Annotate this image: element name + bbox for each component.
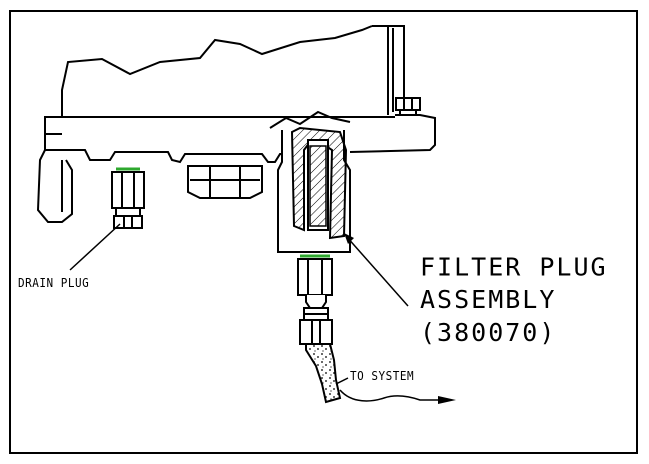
filter-plug-label-line3: (380070) bbox=[420, 318, 557, 347]
diagram-border bbox=[9, 10, 638, 454]
hose bbox=[305, 343, 342, 404]
to-system-leader bbox=[335, 377, 349, 385]
drain-plug bbox=[111, 167, 145, 229]
drain-plug-label: DRAIN PLUG bbox=[18, 276, 90, 291]
filter-leader bbox=[345, 235, 409, 307]
filter-plug-label-line2: ASSEMBLY bbox=[420, 285, 557, 314]
filter-leader-arrow bbox=[344, 233, 354, 244]
housing-casting bbox=[36, 25, 436, 223]
filter-plug-assembly bbox=[269, 110, 351, 345]
center-nut bbox=[187, 165, 263, 199]
drain-plug-leader bbox=[69, 223, 121, 271]
top-nut bbox=[395, 97, 421, 116]
filter-plug-label-line1: FILTER PLUG bbox=[420, 253, 608, 282]
to-system-label: TO SYSTEM bbox=[350, 369, 415, 384]
to-system-flow-line bbox=[339, 389, 440, 402]
to-system-arrow bbox=[438, 396, 456, 404]
